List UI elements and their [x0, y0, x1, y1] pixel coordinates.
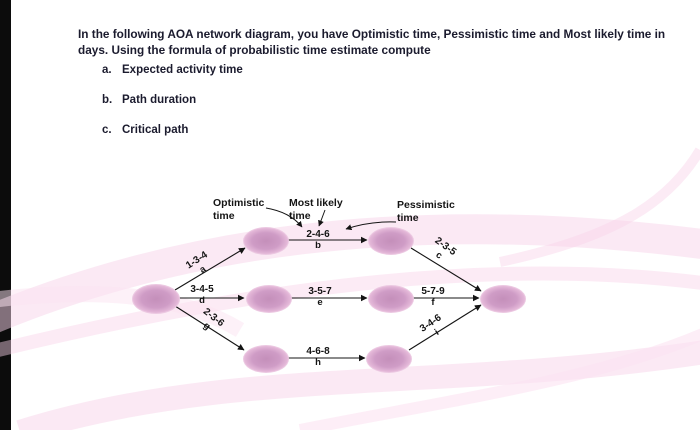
node-top-right — [368, 227, 414, 255]
edge-activity: e — [317, 296, 323, 308]
edge-label-b: 2-4-6 b — [294, 229, 342, 251]
node-top-left — [243, 227, 289, 255]
edge-time: 3-4-5 — [190, 284, 214, 295]
edge-label-i: 3-4-6 i — [408, 305, 460, 350]
list-text: Expected activity time — [122, 64, 243, 76]
node-start — [132, 284, 180, 314]
node-bottom-left — [243, 345, 289, 373]
node-bottom-right — [366, 345, 412, 373]
pessimistic-time-label: Pessimistic time — [397, 199, 455, 224]
swirl-ribbon — [498, 147, 700, 267]
edge-time: 4-6-8 — [306, 346, 330, 357]
node-end — [480, 285, 526, 313]
list-text: Path duration — [122, 94, 197, 106]
edge-time: 5-7-9 — [421, 286, 445, 297]
swirl-ribbon — [298, 328, 700, 430]
edge-time: 3-5-7 — [308, 286, 332, 297]
optimistic-time-label: Optimistic time — [213, 197, 265, 222]
edge-time: 2-4-6 — [306, 229, 330, 240]
edge-activity: f — [431, 296, 435, 308]
list-marker: b. — [102, 94, 113, 106]
swirl-ribbon — [0, 266, 700, 357]
list-item-b: b. Path duration — [102, 94, 196, 106]
edge-activity: b — [315, 239, 321, 251]
list-item-a: a. Expected activity time — [102, 64, 243, 76]
node-middle-right — [368, 285, 414, 313]
swirl-ribbon — [16, 340, 700, 430]
list-marker: a. — [102, 64, 112, 76]
most-likely-time-label: Most likely time — [289, 197, 343, 222]
edge-label-a: 1-3-4 a — [174, 243, 226, 288]
list-text: Critical path — [122, 124, 189, 136]
node-middle-left — [246, 285, 292, 313]
edge-label-f: 5-7-9 f — [409, 286, 457, 308]
edge-label-e: 3-5-7 e — [296, 286, 344, 308]
left-black-bar — [0, 0, 11, 430]
edge-label-c: 2-3-5 c — [416, 228, 468, 274]
list-item-c: c. Critical path — [102, 124, 188, 136]
swirl-ribbon — [0, 214, 700, 333]
list-marker: c. — [102, 124, 112, 136]
question-text: In the following AOA network diagram, yo… — [78, 26, 666, 58]
edge-label-h: 4-6-8 h — [294, 346, 342, 368]
edge-activity: h — [315, 356, 321, 368]
